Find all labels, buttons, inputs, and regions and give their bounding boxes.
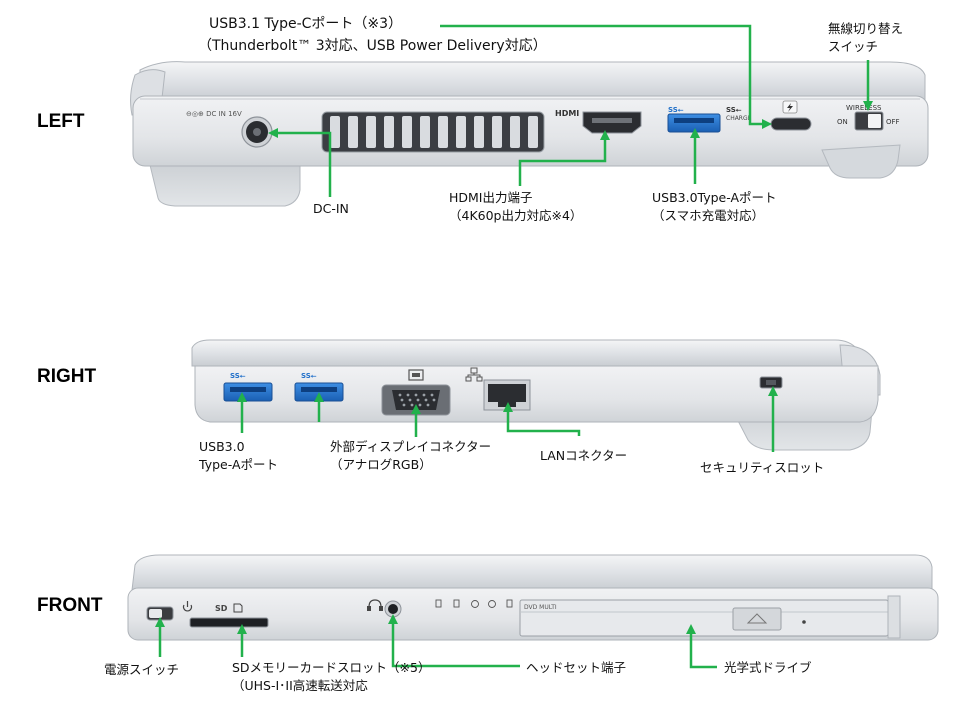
leader-lines [158,24,870,669]
callout-hdmi-line2: （4K60p出力対応※4） [449,208,583,223]
dvd-printed-label: DVD MULTI [524,604,557,611]
callout-vga-line1: 外部ディスプレイコネクター [330,439,492,454]
sd-card-slot [189,617,269,628]
callout-power: 電源スイッチ [104,662,180,677]
power-icon [182,601,193,612]
left-view: ⊖◎⊕ DC IN 16V HDMI SS⭠ SS⭠ [130,61,929,207]
usb-c-port [770,117,812,131]
callout-hdmi-line1: HDMI出力端子 [449,190,533,205]
right-body [194,365,879,423]
callout-vga-line2: （アナログRGB） [330,457,432,472]
hdmi-printed-label: HDMI [555,109,579,118]
callout-lan: LANコネクター [540,448,628,463]
monitor-icon [408,369,424,381]
callout-sd-line2: （UHS-I･II高速転送対応 [232,678,368,693]
callout-headset: ヘッドセット端子 [526,660,627,675]
wireless-off-printed-label: OFF [886,118,900,126]
network-icon [465,367,483,382]
callout-security: セキュリティスロット [700,460,825,475]
callout-sd-line1: SDメモリーカードスロット（※5） [232,660,431,675]
right-usb2-ss-printed-label: SS⭠ [301,372,317,380]
left-lid [139,61,926,101]
callout-dcin: DC-IN [313,201,349,216]
led-indicator-icon [435,599,513,608]
usba-ss-printed-label: SS⭠ [668,106,684,114]
usbc-charge-printed-label: CHARGE [726,115,752,122]
callout-usbc-line1: USB3.1 Type-Cポート（※3） [209,16,403,32]
left-hinge-foot [149,164,301,207]
callout-right-usb-line1: USB3.0 [199,439,245,454]
wireless-on-printed-label: ON [837,118,848,126]
right-lid [191,339,867,367]
front-view: SD DVD MULTI [127,554,939,641]
right-usb1-ss-printed-label: SS⭠ [230,372,246,380]
callout-optical: 光学式ドライブ [724,660,812,675]
callout-usbc-line2: （Thunderbolt™ 3対応、USB Power Delivery対応） [198,38,547,54]
wireless-printed-label: WIRELESS [846,104,882,112]
headset-icon [367,599,383,611]
callout-wireless-line2: スイッチ [828,39,879,54]
front-lid [131,554,933,591]
callout-right-usb-line2: Type-Aポート [199,457,278,472]
callout-wireless-line1: 無線切り替え [828,21,904,36]
left-rear-foot [821,144,901,179]
sd-card-icon: SD [215,603,243,613]
leader-arrowheads [155,101,873,634]
callout-usba-line2: （スマホ充電対応） [652,208,765,223]
section-label-left: LEFT [37,111,85,132]
optical-drive-tray [519,599,889,637]
right-view: SS⭠ SS⭠ [191,339,881,451]
eject-button [732,607,782,631]
section-label-right: RIGHT [37,366,97,387]
svg-text:SD: SD [215,604,228,613]
usbc-ss-printed-label: SS⭠ [726,106,742,114]
dcin-printed-label: ⊖◎⊕ DC IN 16V [186,110,242,118]
callout-usba-line1: USB3.0Type-Aポート [652,190,777,205]
thunderbolt-icon [782,100,798,114]
section-label-front: FRONT [37,595,103,616]
